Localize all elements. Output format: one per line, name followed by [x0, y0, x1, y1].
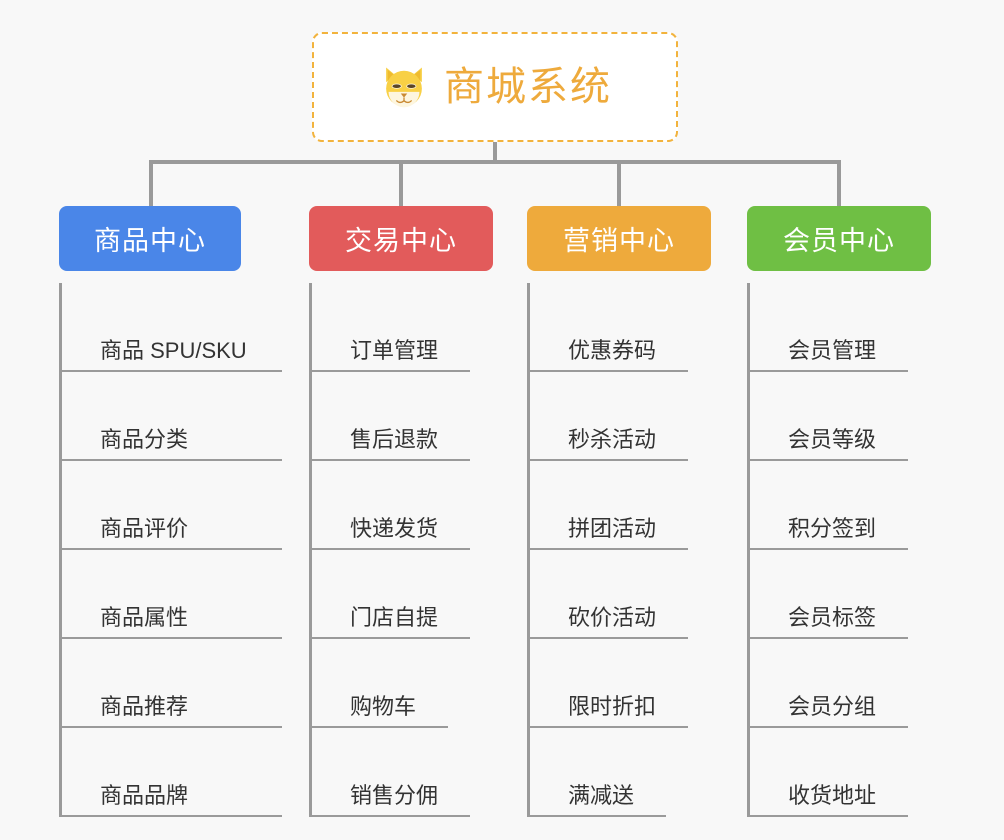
list-item[interactable]: 优惠券码: [530, 283, 688, 372]
leaf-label: 购物车: [350, 693, 417, 719]
list-item[interactable]: 快递发货: [312, 461, 470, 550]
list-item[interactable]: 商品推荐: [62, 639, 282, 728]
leaf-label: 积分签到: [788, 515, 877, 541]
root-node[interactable]: 商城系统: [312, 32, 678, 142]
list-item[interactable]: 商品分类: [62, 372, 282, 461]
connector-bus: [149, 160, 841, 164]
list-item[interactable]: 门店自提: [312, 550, 470, 639]
leaf-label: 会员等级: [788, 426, 877, 452]
leaf-label: 销售分佣: [350, 782, 439, 808]
leaf-label: 商品推荐: [100, 693, 189, 719]
shiba-dog-icon: [386, 67, 422, 109]
leaf-label: 商品品牌: [100, 782, 189, 808]
leaf-list-product: 商品 SPU/SKU 商品分类 商品评价 商品属性 商品推荐 商品品牌: [59, 283, 282, 817]
list-item[interactable]: 会员等级: [750, 372, 908, 461]
leaf-label: 满减送: [568, 782, 635, 808]
list-item[interactable]: 满减送: [530, 728, 666, 817]
leaf-label: 商品分类: [100, 426, 189, 452]
list-item[interactable]: 拼团活动: [530, 461, 688, 550]
leaf-label: 限时折扣: [568, 693, 657, 719]
leaf-label: 售后退款: [350, 426, 439, 452]
list-item[interactable]: 商品属性: [62, 550, 282, 639]
branch-header-label: 营销中心: [563, 226, 675, 256]
branch-column-trade: 交易中心 订单管理 售后退款 快递发货 门店自提 购物车 销售分佣: [309, 206, 493, 833]
leaf-label: 收货地址: [788, 782, 877, 808]
leaf-label: 会员标签: [788, 604, 877, 630]
leaf-label: 秒杀活动: [568, 426, 657, 452]
leaf-label: 商品属性: [100, 604, 189, 630]
list-item[interactable]: 会员管理: [750, 283, 908, 372]
branch-column-member: 会员中心 会员管理 会员等级 积分签到 会员标签 会员分组 收货地址: [747, 206, 931, 833]
branch-header-label: 商品中心: [94, 226, 206, 256]
list-item[interactable]: 商品 SPU/SKU: [62, 283, 282, 372]
list-item[interactable]: 会员标签: [750, 550, 908, 639]
leaf-label: 优惠券码: [568, 337, 657, 363]
branch-header-label: 会员中心: [783, 226, 895, 256]
list-item[interactable]: 订单管理: [312, 283, 470, 372]
branch-header-member[interactable]: 会员中心: [747, 206, 931, 271]
connector-drop-4: [837, 160, 841, 206]
branch-header-marketing[interactable]: 营销中心: [527, 206, 711, 271]
branch-column-product: 商品中心 商品 SPU/SKU 商品分类 商品评价 商品属性 商品推荐 商品品牌: [59, 206, 282, 833]
leaf-list-marketing: 优惠券码 秒杀活动 拼团活动 砍价活动 限时折扣 满减送: [527, 283, 711, 817]
connector-root-stem: [493, 142, 497, 162]
list-item[interactable]: 商品品牌: [62, 728, 282, 817]
leaf-label: 商品 SPU/SKU: [100, 337, 247, 363]
leaf-label: 订单管理: [350, 337, 439, 363]
leaf-label: 会员分组: [788, 693, 877, 719]
leaf-label: 商品评价: [100, 515, 189, 541]
leaf-label: 砍价活动: [568, 604, 657, 630]
list-item[interactable]: 商品评价: [62, 461, 282, 550]
list-item[interactable]: 限时折扣: [530, 639, 688, 728]
list-item[interactable]: 砍价活动: [530, 550, 688, 639]
leaf-label: 会员管理: [788, 337, 877, 363]
branch-header-product[interactable]: 商品中心: [59, 206, 241, 271]
connector-drop-3: [617, 160, 621, 206]
list-item[interactable]: 销售分佣: [312, 728, 470, 817]
list-item[interactable]: 秒杀活动: [530, 372, 688, 461]
list-item[interactable]: 会员分组: [750, 639, 908, 728]
connector-drop-1: [149, 160, 153, 206]
branch-column-marketing: 营销中心 优惠券码 秒杀活动 拼团活动 砍价活动 限时折扣 满减送: [527, 206, 711, 833]
list-item[interactable]: 积分签到: [750, 461, 908, 550]
list-item[interactable]: 收货地址: [750, 728, 908, 817]
branch-header-trade[interactable]: 交易中心: [309, 206, 493, 271]
list-item[interactable]: 售后退款: [312, 372, 470, 461]
leaf-list-trade: 订单管理 售后退款 快递发货 门店自提 购物车 销售分佣: [309, 283, 493, 817]
leaf-label: 快递发货: [350, 515, 439, 541]
leaf-label: 拼团活动: [568, 515, 657, 541]
connector-drop-2: [399, 160, 403, 206]
list-item[interactable]: 购物车: [312, 639, 448, 728]
leaf-label: 门店自提: [350, 604, 439, 630]
branch-header-label: 交易中心: [345, 226, 457, 256]
root-title: 商城系统: [444, 65, 612, 109]
leaf-list-member: 会员管理 会员等级 积分签到 会员标签 会员分组 收货地址: [747, 283, 931, 817]
